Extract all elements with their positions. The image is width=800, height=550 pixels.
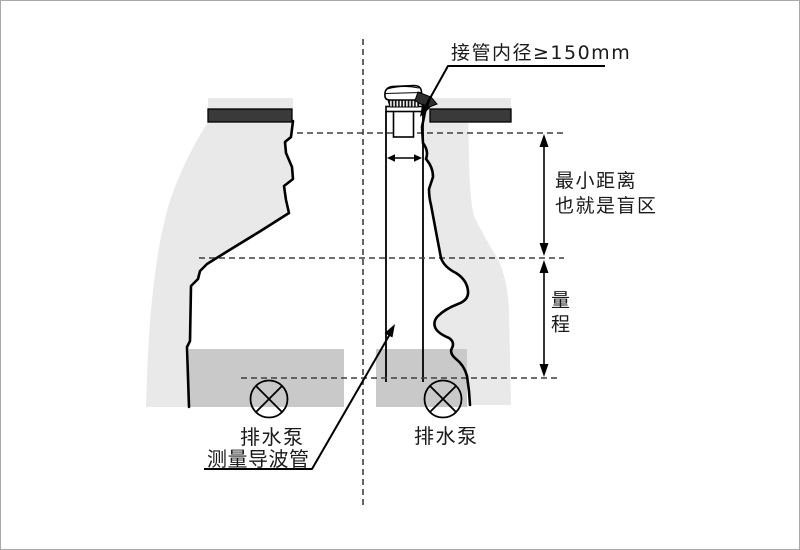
pipe-diameter-label: 接管内径≥150mm — [451, 42, 632, 64]
pump-right-label: 排水泵 — [414, 424, 479, 448]
sensor-cap-lid-curve — [386, 85, 420, 90]
pump-left-label: 排水泵 — [240, 425, 305, 449]
left-slab-bar — [207, 108, 293, 123]
guide-tube-leader — [204, 324, 395, 470]
sensor-cable-gland — [414, 91, 438, 109]
blind-zone-dimension — [539, 134, 549, 256]
left-wall-outline — [185, 119, 295, 409]
range-label: 量程 — [548, 290, 570, 338]
guide-tube — [385, 111, 424, 382]
sensor-nozzle — [392, 110, 415, 138]
min-distance-line1: 最小距离 — [555, 170, 638, 192]
guide-tube-label: 测量导波管 — [207, 447, 310, 471]
sensor-cap-seam — [384, 91, 422, 95]
range-dimension — [539, 260, 549, 377]
min-distance-label: 最小距离 也就是盲区 — [555, 169, 658, 219]
right-slab-top — [430, 98, 511, 109]
right-wall-fill — [422, 100, 511, 405]
right-slab-bar — [429, 108, 512, 123]
pump-symbol-left — [249, 379, 289, 419]
ultrasonic-sensor — [384, 84, 438, 138]
left-slab-top — [208, 98, 293, 109]
tube-diameter-arrow — [387, 154, 422, 162]
pump-symbol-right — [423, 379, 463, 419]
pipe-diameter-leader — [420, 65, 605, 117]
min-distance-line2: 也就是盲区 — [555, 195, 658, 217]
right-wall-outline — [420, 98, 472, 407]
left-wall-fill — [146, 121, 293, 407]
